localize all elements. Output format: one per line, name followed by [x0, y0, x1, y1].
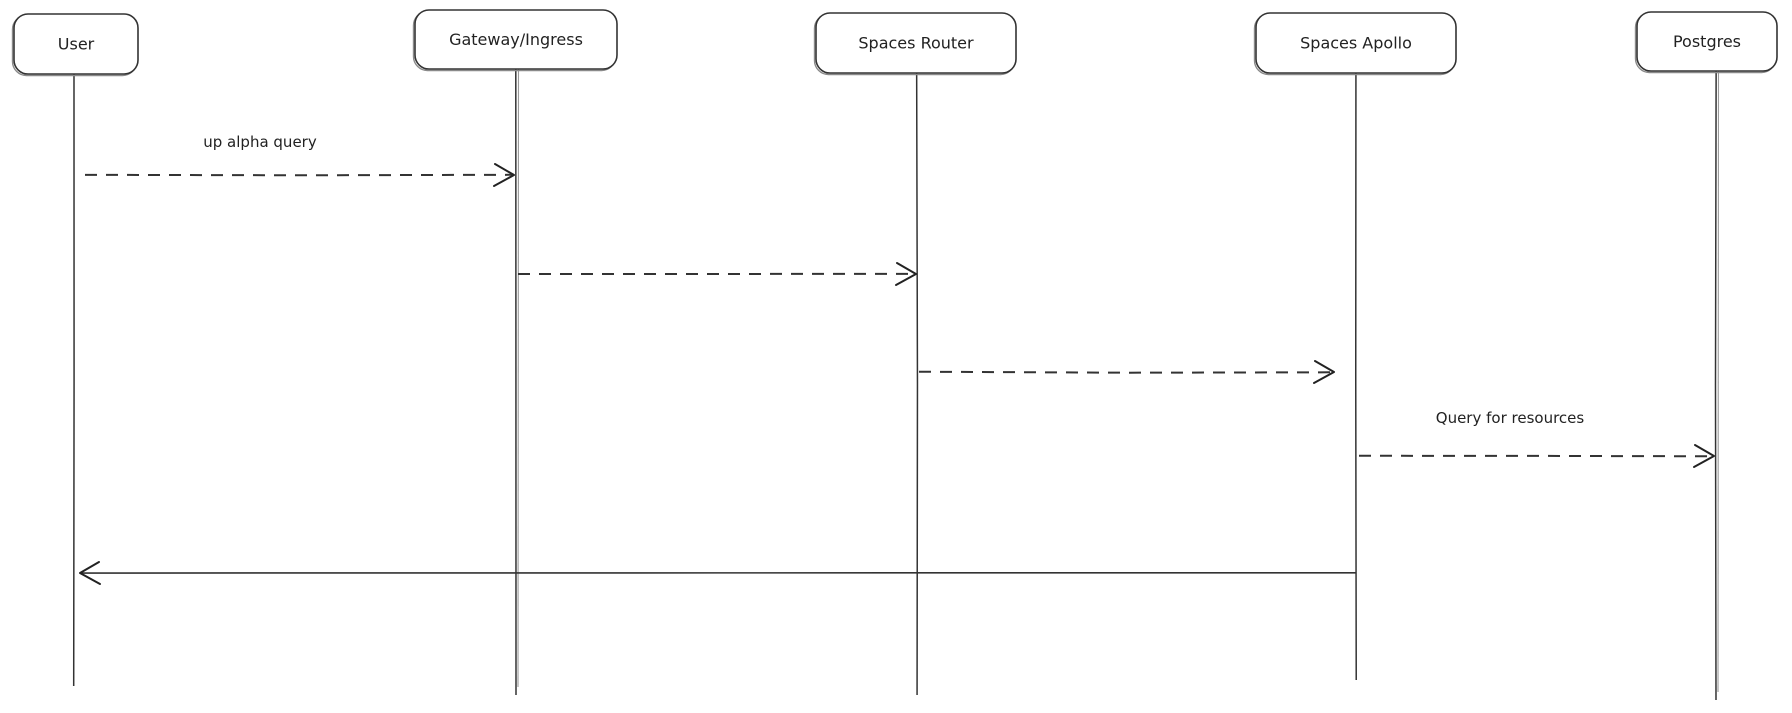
- arrow-head-msg-5: [79, 561, 101, 585]
- message-line-msg-3: [918, 370, 1335, 374]
- participant-label-gateway: Gateway/Ingress: [449, 30, 583, 49]
- message-label-msg-1: up alpha query: [203, 133, 317, 151]
- participant-spaces-apollo[interactable]: Spaces Apollo: [1253, 12, 1457, 76]
- message-line-msg-4: [1358, 454, 1715, 458]
- message-msg-1[interactable]: [84, 163, 515, 187]
- arrow-head-msg-1: [493, 163, 515, 187]
- message-msg-4[interactable]: [1358, 444, 1715, 468]
- participant-box-postgres[interactable]: [1636, 11, 1778, 72]
- participant-spaces-router[interactable]: Spaces Router: [813, 12, 1017, 76]
- lifeline-ghost-postgres: [1717, 70, 1720, 693]
- lifeline-ghost-gateway: [517, 68, 520, 688]
- lifeline-postgres: [1714, 70, 1717, 701]
- participant-box-spaces-apollo[interactable]: [1255, 12, 1457, 74]
- participant-box-user[interactable]: [13, 13, 139, 75]
- participant-label-postgres: Postgres: [1673, 32, 1741, 51]
- message-label-msg-4: Query for resources: [1436, 409, 1585, 427]
- participant-label-user: User: [58, 35, 95, 54]
- participant-label-spaces-apollo: Spaces Apollo: [1300, 34, 1412, 53]
- message-msg-3[interactable]: [918, 360, 1335, 384]
- actors-layer: User Gateway/Ingress Spaces Router Spaces A…: [11, 9, 1778, 77]
- lifeline-spaces-router: [915, 72, 919, 696]
- participant-gateway[interactable]: Gateway/Ingress: [412, 9, 618, 72]
- arrow-head-msg-2: [895, 262, 917, 286]
- arrow-head-msg-4: [1693, 444, 1715, 468]
- participant-postgres[interactable]: Postgres: [1634, 11, 1778, 74]
- participant-label-spaces-router: Spaces Router: [858, 34, 974, 53]
- lifelines-layer: [72, 68, 1720, 701]
- participant-box-spaces-router[interactable]: [815, 12, 1017, 74]
- participant-box-gateway[interactable]: [414, 9, 618, 70]
- participant-user[interactable]: User: [11, 13, 139, 77]
- message-msg-2[interactable]: [517, 262, 917, 286]
- messages-layer: [79, 163, 1715, 585]
- arrow-head-msg-3: [1313, 360, 1335, 384]
- message-msg-5[interactable]: [79, 561, 1357, 585]
